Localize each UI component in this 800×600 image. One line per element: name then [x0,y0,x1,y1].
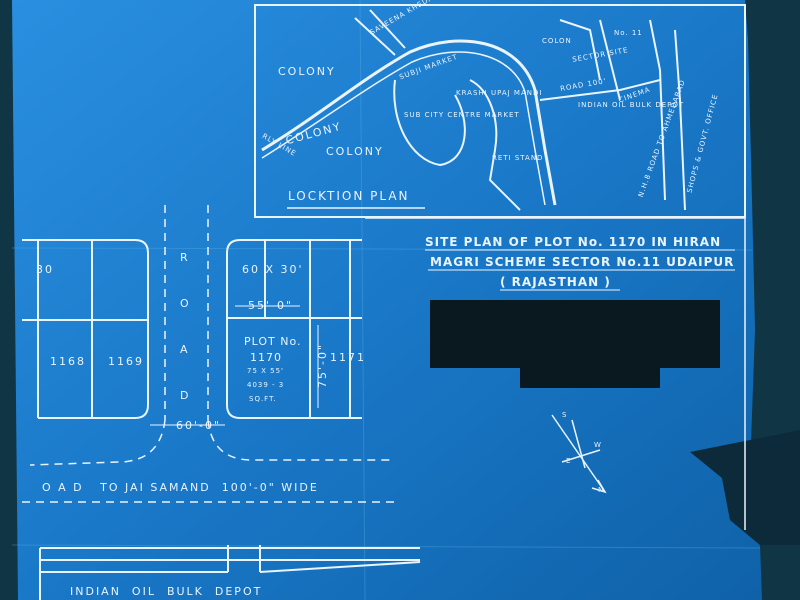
road-dashes [22,205,400,503]
subject-plot-unit: SQ.FT. [249,395,277,403]
subject-plot-heading: PLOT No. [244,335,302,348]
label-krashi-upaj-mandi: KRASHI UPAJ MANDI [456,89,543,97]
label-reti-stand: RETI STAND [492,154,544,162]
label-sector-no: No. 11 [614,29,643,37]
north-arrow-e: E [566,457,572,465]
dimension-road-width: 60'-0" [176,419,222,432]
paper [12,0,762,600]
redacted-area [430,300,720,368]
title-line-3: ( RAJASTHAN ) [500,275,611,289]
site-plan-drawing [22,239,421,600]
label-colony-bottom: COLONY [326,145,384,158]
label-colony-top: COLONY [278,65,336,78]
location-plan-map [254,4,746,218]
north-arrow-w: W [594,441,602,449]
indian-oil-bulk-depot-label: INDIAN OIL BULK DEPOT [70,585,263,598]
subject-plot-area: 4039 - 3 [247,381,285,389]
road-letter-d: D [180,389,191,402]
dimension-75: 75'-0" [316,342,330,389]
plot-label-1168: 1168 [50,355,86,368]
road-letter-r: R [180,251,190,264]
plot-label-1171: 1171 [330,351,366,364]
plot-label-30: 30 [36,263,54,276]
road-to-jai-samand-label: O A D TO JAI SAMAND 100'-0" WIDE [42,481,319,494]
road-letter-o: O [180,297,191,310]
subject-plot-size: 75 X 55' [247,367,284,375]
north-arrow-n: N [598,486,605,494]
title-block-border [365,217,746,530]
road-letter-a: A [180,343,190,356]
dimension-lines [150,305,319,426]
north-arrow-s: S [562,411,568,419]
dimension-60x30: 60 X 30' [242,263,304,276]
label-sub-city-centre: SUB CITY CENTRE MARKET [404,111,520,119]
north-arrow [551,414,607,494]
location-plan-caption: LOCKTION PLAN [288,189,410,203]
dimension-55: 55'-0" [248,299,294,312]
subject-plot-number: 1170 [250,351,282,364]
redacted-area-2 [520,368,660,388]
title-line-1: SITE PLAN OF PLOT No. 1170 IN HIRAN [425,235,722,249]
label-colon: COLON [542,37,572,45]
plot-label-1169: 1169 [108,355,144,368]
label-indian-oil-bulk-depot-map: INDIAN OIL BULK DEPOT [578,101,685,109]
title-line-2: MAGRI SCHEME SECTOR No.11 UDAIPUR [430,255,735,269]
